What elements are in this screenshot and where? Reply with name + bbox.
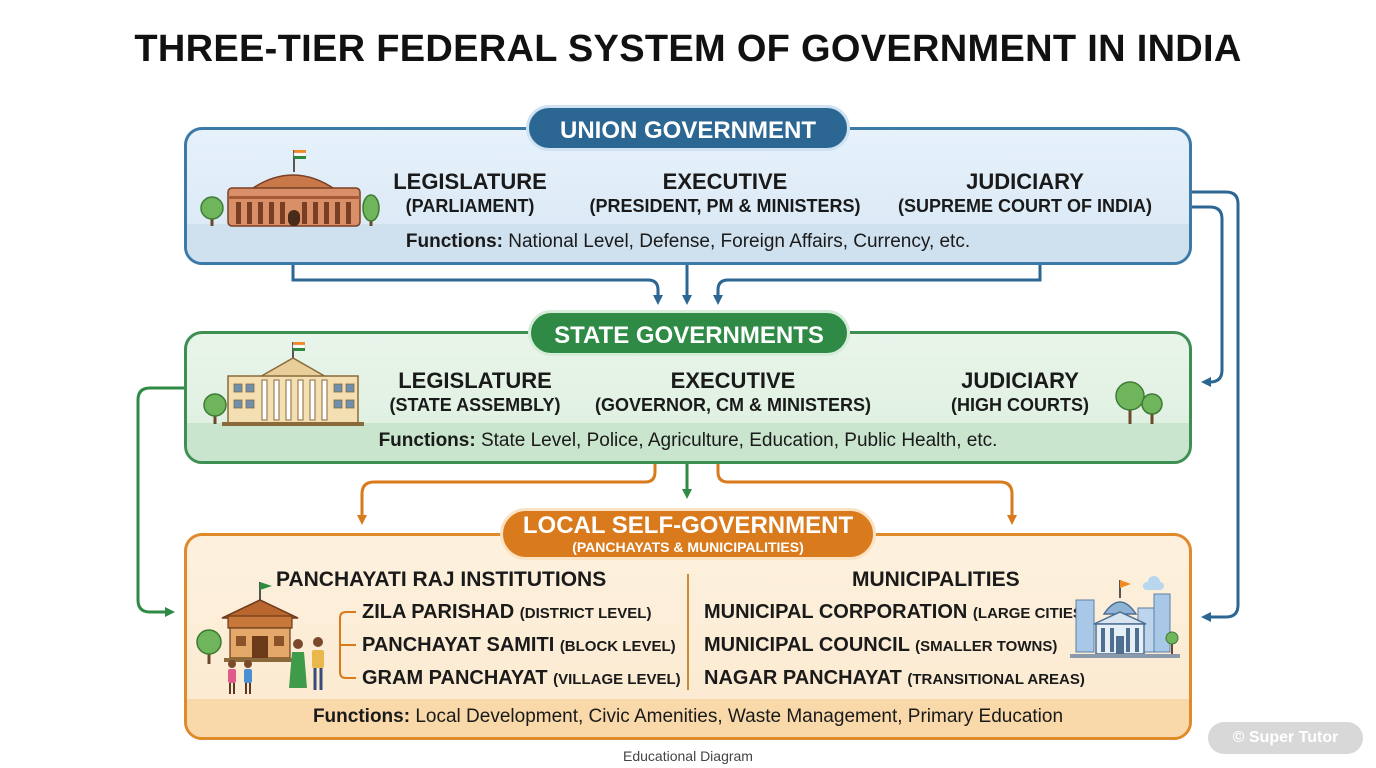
page-title: THREE-TIER FEDERAL SYSTEM OF GOVERNMENT … (134, 28, 1242, 70)
union-legislature-sub: (PARLIAMENT) (405, 196, 535, 216)
local-heading-title: LOCAL SELF-GOVERNMENT (522, 512, 854, 539)
panchayat-hut-icon (221, 582, 299, 662)
local-functions-text: Local Development, Civic Amenities, Wast… (415, 706, 1064, 727)
watermark: © Super Tutor (1208, 722, 1363, 754)
tree-icon (200, 196, 224, 226)
tree-icon (1115, 381, 1163, 424)
gram-panchayat-name: GRAM PANCHAYAT (362, 667, 548, 689)
local-heading-subtitle: (PANCHAYATS & MUNICIPALITIES) (572, 539, 804, 555)
gram-panchayat-item: GRAM PANCHAYAT (VILLAGE LEVEL) (362, 667, 681, 690)
municipal-corporation-level: (LARGE CITIES) (972, 605, 1088, 622)
state-functions-strip: Functions: State Level, Police, Agricult… (187, 423, 1189, 461)
state-executive: EXECUTIVE (GOVERNOR, CM & MINISTERS) (583, 368, 883, 416)
nagar-panchayat-level: (TRANSITIONAL AREAS) (907, 671, 1085, 688)
state-assembly-building-icon (222, 342, 364, 426)
union-judiciary: JUDICIARY (SUPREME COURT OF INDIA) (885, 169, 1165, 217)
zila-parishad-level: (DISTRICT LEVEL) (519, 605, 652, 622)
city-hall-icon (1070, 576, 1180, 658)
union-executive-sub: (PRESIDENT, PM & MINISTERS) (589, 196, 861, 216)
union-executive-title: EXECUTIVE (662, 169, 788, 194)
panchayati-raj-title: PANCHAYATI RAJ INSTITUTIONS (276, 568, 607, 591)
nagar-panchayat-item: NAGAR PANCHAYAT (TRANSITIONAL AREAS) (704, 667, 1085, 690)
state-legislature-sub: (STATE ASSEMBLY) (389, 395, 561, 415)
tree-icon (196, 629, 222, 664)
local-functions-strip: Functions: Local Development, Civic Amen… (187, 699, 1189, 737)
villagers-icon (228, 637, 324, 694)
zila-parishad-name: ZILA PARISHAD (362, 601, 515, 623)
state-executive-sub: (GOVERNOR, CM & MINISTERS) (594, 395, 871, 415)
municipal-council-level: (SMALLER TOWNS) (915, 638, 1058, 655)
panchayat-samiti-level: (BLOCK LEVEL) (559, 638, 676, 655)
municipal-council-item: MUNICIPAL COUNCIL (SMALLER TOWNS) (704, 634, 1057, 657)
union-judiciary-title: JUDICIARY (966, 169, 1084, 194)
parliament-building-icon (227, 150, 361, 227)
state-legislature: LEGISLATURE (STATE ASSEMBLY) (375, 368, 575, 416)
union-executive: EXECUTIVE (PRESIDENT, PM & MINISTERS) (575, 169, 875, 217)
diagram-caption: Educational Diagram (623, 748, 753, 764)
state-to-local-orange-arrows (357, 464, 1017, 525)
union-judiciary-sub: (SUPREME COURT OF INDIA) (898, 196, 1152, 216)
union-legislature: LEGISLATURE (PARLIAMENT) (370, 169, 570, 217)
state-legislature-title: LEGISLATURE (398, 368, 552, 393)
municipal-corporation-item: MUNICIPAL CORPORATION (LARGE CITIES) (704, 601, 1088, 624)
state-functions-text: State Level, Police, Agriculture, Educat… (480, 430, 998, 451)
union-government-heading: UNION GOVERNMENT (526, 105, 850, 151)
state-judiciary-sub: (HIGH COURTS) (951, 395, 1089, 415)
state-judiciary-title: JUDICIARY (961, 368, 1079, 393)
nagar-panchayat-name: NAGAR PANCHAYAT (704, 667, 902, 689)
state-judiciary: JUDICIARY (HIGH COURTS) (920, 368, 1120, 416)
state-to-local-left-arrow (136, 386, 184, 617)
municipal-corporation-name: MUNICIPAL CORPORATION (704, 601, 968, 623)
gram-panchayat-level: (VILLAGE LEVEL) (553, 671, 681, 688)
tree-icon (203, 393, 227, 424)
union-functions-label: Functions: (405, 231, 503, 252)
state-functions-label: Functions: (378, 430, 476, 451)
state-governments-panel: Functions: State Level, Police, Agricult… (184, 331, 1192, 464)
local-self-government-heading: LOCAL SELF-GOVERNMENT (PANCHAYATS & MUNI… (500, 508, 876, 560)
municipalities-title: MUNICIPALITIES (852, 568, 1020, 591)
panchayat-samiti-item: PANCHAYAT SAMITI (BLOCK LEVEL) (362, 634, 676, 657)
union-right-arrows (1192, 190, 1240, 622)
state-executive-title: EXECUTIVE (670, 368, 796, 393)
panchayati-bracket (339, 611, 356, 679)
zila-parishad-item: ZILA PARISHAD (DISTRICT LEVEL) (362, 601, 651, 624)
local-functions-label: Functions: (312, 706, 411, 727)
union-legislature-title: LEGISLATURE (393, 169, 547, 194)
union-to-state-arrows (291, 265, 1042, 305)
union-functions-strip: Functions: National Level, Defense, Fore… (187, 224, 1189, 262)
tree-icon (362, 194, 380, 226)
union-functions-text: National Level, Defense, Foreign Affairs… (508, 231, 971, 252)
state-governments-heading: STATE GOVERNMENTS (528, 310, 850, 356)
municipal-council-name: MUNICIPAL COUNCIL (704, 634, 910, 656)
panchayat-samiti-name: PANCHAYAT SAMITI (362, 634, 555, 656)
